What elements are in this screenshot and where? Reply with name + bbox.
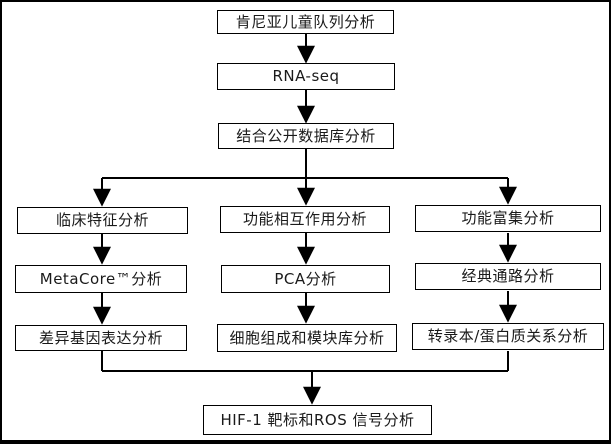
node-canonical-pathway-label: 经典通路分析 [461,267,555,285]
node-rna-seq-label: RNA-seq [272,67,340,85]
node-metacore-label: MetaCore™分析 [39,269,163,288]
node-pca-label: PCA分析 [274,269,337,288]
node-functional-interaction: 功能相互作用分析 [220,206,390,233]
node-public-database-label: 结合公开数据库分析 [236,126,376,145]
node-cell-composition-module-label: 细胞组成和模块库分析 [229,328,385,347]
node-clinical-features-label: 临床特征分析 [55,211,149,229]
node-functional-enrichment-label: 功能富集分析 [461,209,555,227]
node-transcript-protein-relation: 转录本/蛋白质关系分析 [412,323,604,350]
node-cell-composition-module: 细胞组成和模块库分析 [217,324,397,352]
node-rna-seq: RNA-seq [217,63,395,90]
node-canonical-pathway: 经典通路分析 [415,263,601,290]
node-functional-enrichment: 功能富集分析 [415,205,601,232]
node-public-database: 结合公开数据库分析 [218,123,394,149]
node-kenya-cohort-label: 肯尼亚儿童队列分析 [235,12,376,31]
node-pca: PCA分析 [221,265,390,293]
node-transcript-protein-relation-label: 转录本/蛋白质关系分析 [427,327,589,345]
node-clinical-features: 临床特征分析 [17,207,188,234]
node-kenya-cohort: 肯尼亚儿童队列分析 [217,10,394,34]
node-differential-gene-expression: 差异基因表达分析 [15,325,187,351]
node-differential-gene-expression-label: 差异基因表达分析 [38,328,163,347]
node-hif1-ros-signal-label: HIF-1 靶标和ROS 信号分析 [220,410,415,429]
node-hif1-ros-signal: HIF-1 靶标和ROS 信号分析 [203,405,432,435]
node-metacore: MetaCore™分析 [15,265,187,293]
node-functional-interaction-label: 功能相互作用分析 [242,210,367,228]
